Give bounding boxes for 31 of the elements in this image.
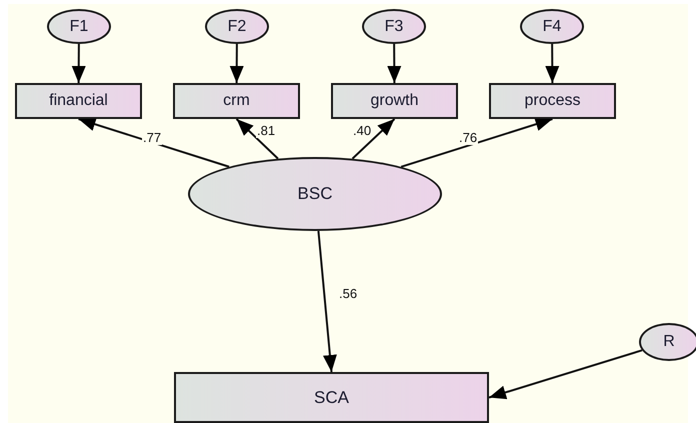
variable-name: BSC — [298, 184, 332, 204]
path-arrow — [317, 230, 337, 372]
path-coefficient: .76 — [458, 131, 478, 145]
path-coefficient: .77 — [142, 131, 162, 145]
variable-name: crm — [223, 92, 250, 110]
variable-name: F2 — [228, 18, 246, 36]
observed-variable-box — [173, 83, 300, 119]
variable-name: F3 — [384, 18, 404, 36]
variable-name: F1 — [70, 18, 88, 36]
path-coefficient: .56 — [338, 287, 358, 301]
variable-name: R — [663, 333, 675, 351]
observed-variable-box — [489, 83, 616, 119]
path-coefficient: .81 — [256, 124, 276, 138]
path-arrow — [72, 44, 86, 83]
path-arrow — [387, 44, 402, 83]
path-arrow — [545, 44, 560, 83]
variable-name: financial — [49, 92, 108, 110]
observed-variable-box — [174, 372, 489, 423]
path-arrow — [400, 117, 553, 168]
variable-name: growth — [370, 92, 419, 110]
path-coefficient: .40 — [352, 124, 372, 138]
path-arrow — [352, 118, 396, 160]
path-arrow — [230, 44, 244, 83]
observed-variable-box — [15, 83, 142, 119]
variable-name: process — [524, 92, 581, 110]
variable-name: F4 — [542, 18, 562, 36]
observed-variable-box — [331, 83, 458, 119]
path-arrow — [488, 349, 642, 400]
path-arrow — [78, 117, 230, 168]
path-arrow — [236, 118, 279, 160]
variable-name: SCA — [314, 388, 349, 408]
